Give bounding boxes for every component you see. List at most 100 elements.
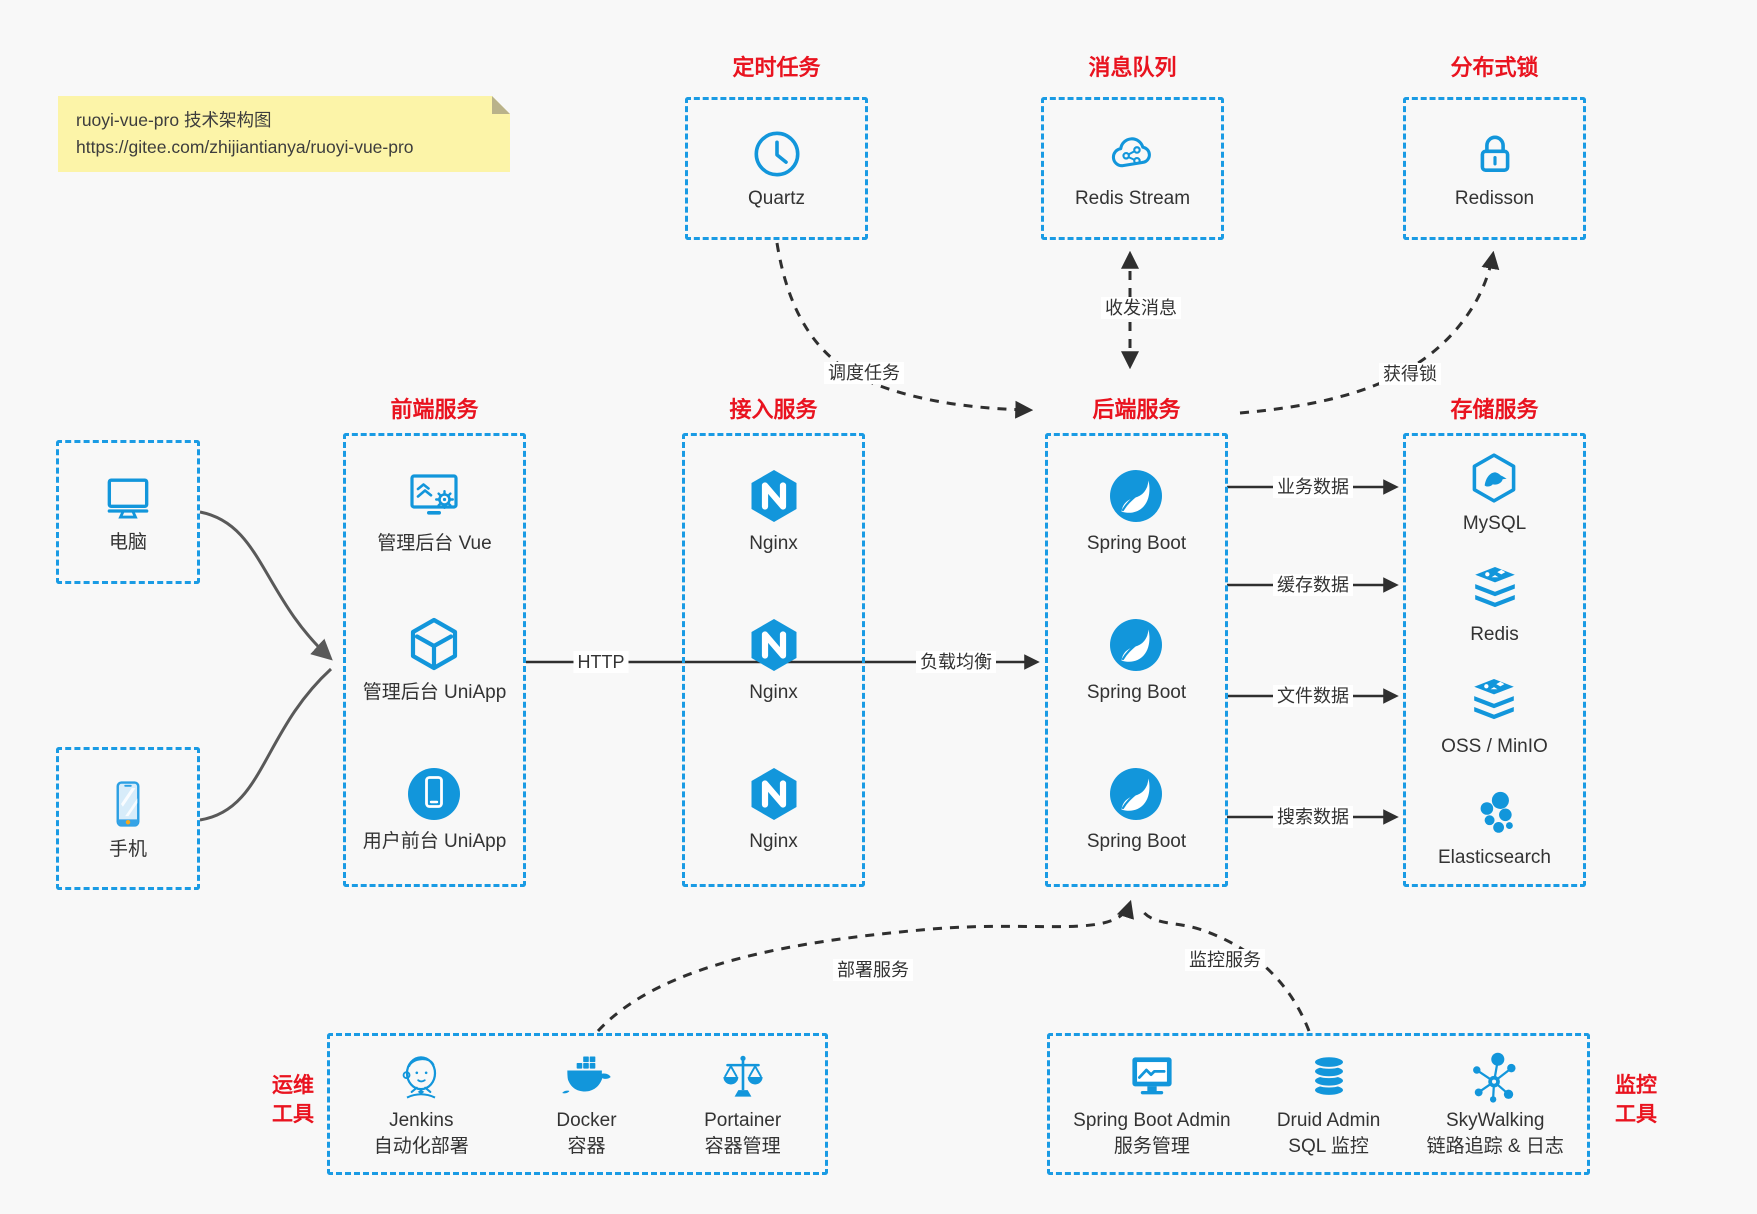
skywalking-node: SkyWalking 链路追踪 & 日志 — [1427, 1049, 1564, 1159]
note-url: https://gitee.com/zhijiantianya/ruoyi-vu… — [76, 137, 414, 157]
springboot-label-2: Spring Boot — [1086, 681, 1187, 703]
nginx-icon — [751, 768, 796, 821]
docker-name: Docker — [556, 1110, 617, 1131]
skywalking-desc: 链路追踪 & 日志 — [1426, 1136, 1564, 1157]
edge-label-cache-data: 缓存数据 — [1273, 574, 1353, 596]
nginx-node-2: Nginx — [743, 615, 805, 705]
pc-label: 电脑 — [108, 532, 147, 553]
mobile-app-icon — [408, 768, 461, 821]
elasticsearch-label: Elasticsearch — [1438, 847, 1551, 869]
clock-icon — [754, 131, 799, 176]
admin-vue-label: 管理后台 Vue — [377, 532, 492, 554]
druid-desc: SQL 监控 — [1288, 1136, 1369, 1157]
edge-label-http: HTTP — [573, 651, 629, 673]
jenkins-name: Jenkins — [389, 1110, 454, 1131]
skywalking-network-icon — [1473, 1052, 1516, 1103]
monitor-tools-title: 监控 工具 — [1596, 1071, 1676, 1129]
database-icon — [1312, 1055, 1345, 1097]
edge-label-search-data: 搜索数据 — [1273, 806, 1353, 828]
arrow-phone-to-frontend — [199, 667, 333, 822]
monitor-box: Spring Boot Admin 服务管理 Druid Admin SQL 监… — [1047, 1033, 1590, 1175]
nginx-label-1: Nginx — [749, 532, 798, 554]
portainer-node: Portainer 容器管理 — [704, 1049, 781, 1159]
user-uniapp-label: 用户前台 UniApp — [362, 831, 507, 853]
ops-title-line2: 工具 — [272, 1103, 314, 1126]
redis-stack-icon — [1474, 567, 1515, 608]
elasticsearch-node: Elasticsearch — [1438, 786, 1551, 870]
padlock-icon — [1480, 135, 1509, 172]
note-title: ruoyi-vue-pro 技术架构图 — [76, 110, 272, 130]
spring-boot-icon — [1110, 469, 1163, 522]
springboot-node-1: Spring Boot — [1087, 466, 1186, 556]
jenkins-node: Jenkins 自动化部署 — [374, 1049, 469, 1159]
edge-label-deploy: 部署服务 — [833, 959, 913, 981]
sticky-note: ruoyi-vue-pro 技术架构图 https://gitee.com/zh… — [58, 96, 510, 172]
timer-title: 定时任务 — [732, 55, 821, 80]
cube-icon — [411, 617, 458, 671]
edge-label-monitor-svc: 监控服务 — [1185, 949, 1265, 971]
monitor-title-line2: 工具 — [1615, 1103, 1657, 1126]
ops-box: Jenkins 自动化部署 Docker 容器 — [327, 1033, 828, 1175]
admin-vue-node: 管理后台 Vue — [377, 466, 492, 556]
edge-label-message: 收发消息 — [1101, 297, 1181, 319]
mq-box: Redis Stream — [1041, 97, 1224, 240]
edge-label-load-balance: 负载均衡 — [916, 651, 996, 673]
edge-label-biz-data: 业务数据 — [1273, 476, 1353, 498]
pc-node: 电脑 — [99, 469, 157, 555]
nginx-node-3: Nginx — [743, 764, 805, 854]
gateway-box: Nginx Nginx Nginx — [682, 433, 865, 887]
docker-desc: 容器 — [567, 1136, 606, 1157]
springboot-node-2: Spring Boot — [1087, 615, 1186, 705]
oss-minio-node: OSS / MinIO — [1441, 675, 1548, 759]
phone-node: 手机 — [100, 776, 156, 862]
springboot-label-3: Spring Boot — [1086, 831, 1187, 853]
springboot-node-3: Spring Boot — [1087, 764, 1186, 854]
admin-uniapp-node: 管理后台 UniApp — [362, 615, 507, 705]
jenkins-icon — [402, 1056, 437, 1099]
pc-box: 电脑 — [56, 440, 200, 584]
portainer-name: Portainer — [704, 1110, 782, 1131]
portainer-scales-icon — [723, 1055, 763, 1097]
druid-node: Druid Admin SQL 监控 — [1277, 1049, 1380, 1159]
nginx-icon — [751, 469, 796, 522]
nginx-label-3: Nginx — [749, 831, 798, 853]
redisson-node: Redisson — [1455, 127, 1534, 211]
redis-label: Redis — [1470, 624, 1519, 646]
sba-desc: 服务管理 — [1113, 1136, 1190, 1157]
user-uniapp-node: 用户前台 UniApp — [362, 764, 507, 854]
docker-node: Docker 容器 — [556, 1049, 617, 1159]
gateway-title: 接入服务 — [729, 397, 818, 422]
lock-box: Redisson — [1403, 97, 1586, 240]
timer-box: Quartz — [685, 97, 868, 240]
phone-box: 手机 — [56, 747, 200, 890]
quartz-label: Quartz — [747, 187, 806, 209]
phone-label: 手机 — [108, 838, 147, 860]
monitor-title-line1: 监控 — [1615, 1074, 1657, 1097]
redis-node: Redis — [1466, 563, 1524, 647]
arrow-schedule — [775, 242, 1034, 419]
oss-stack-icon — [1474, 678, 1515, 719]
mysql-node: MySQL — [1463, 450, 1526, 536]
spring-boot-icon — [1110, 768, 1163, 821]
cloud-stream-icon — [1112, 136, 1152, 167]
sba-name: Spring Boot Admin — [1073, 1110, 1231, 1131]
storage-title: 存储服务 — [1450, 397, 1539, 422]
ops-tools-title: 运维 工具 — [253, 1071, 333, 1129]
frontend-title: 前端服务 — [390, 397, 479, 422]
admin-uniapp-label: 管理后台 UniApp — [362, 681, 507, 703]
smartphone-icon — [116, 780, 140, 827]
skywalking-name: SkyWalking — [1445, 1110, 1545, 1131]
redis-stream-node: Redis Stream — [1075, 127, 1190, 211]
sba-node: Spring Boot Admin 服务管理 — [1073, 1049, 1231, 1159]
elasticsearch-icon — [1480, 792, 1513, 834]
frontend-box: 管理后台 Vue 管理后台 UniApp 用户前台 UniApp — [343, 433, 526, 887]
edge-label-schedule: 调度任务 — [824, 362, 904, 384]
storage-box: MySQL Redis OSS / MinIO — [1403, 433, 1586, 887]
springboot-label-1: Spring Boot — [1086, 532, 1187, 554]
lock-title: 分布式锁 — [1450, 55, 1539, 80]
mq-title: 消息队列 — [1088, 55, 1177, 80]
portainer-desc: 容器管理 — [704, 1136, 781, 1157]
quartz-node: Quartz — [748, 127, 805, 211]
admin-vue-icon — [410, 474, 459, 515]
